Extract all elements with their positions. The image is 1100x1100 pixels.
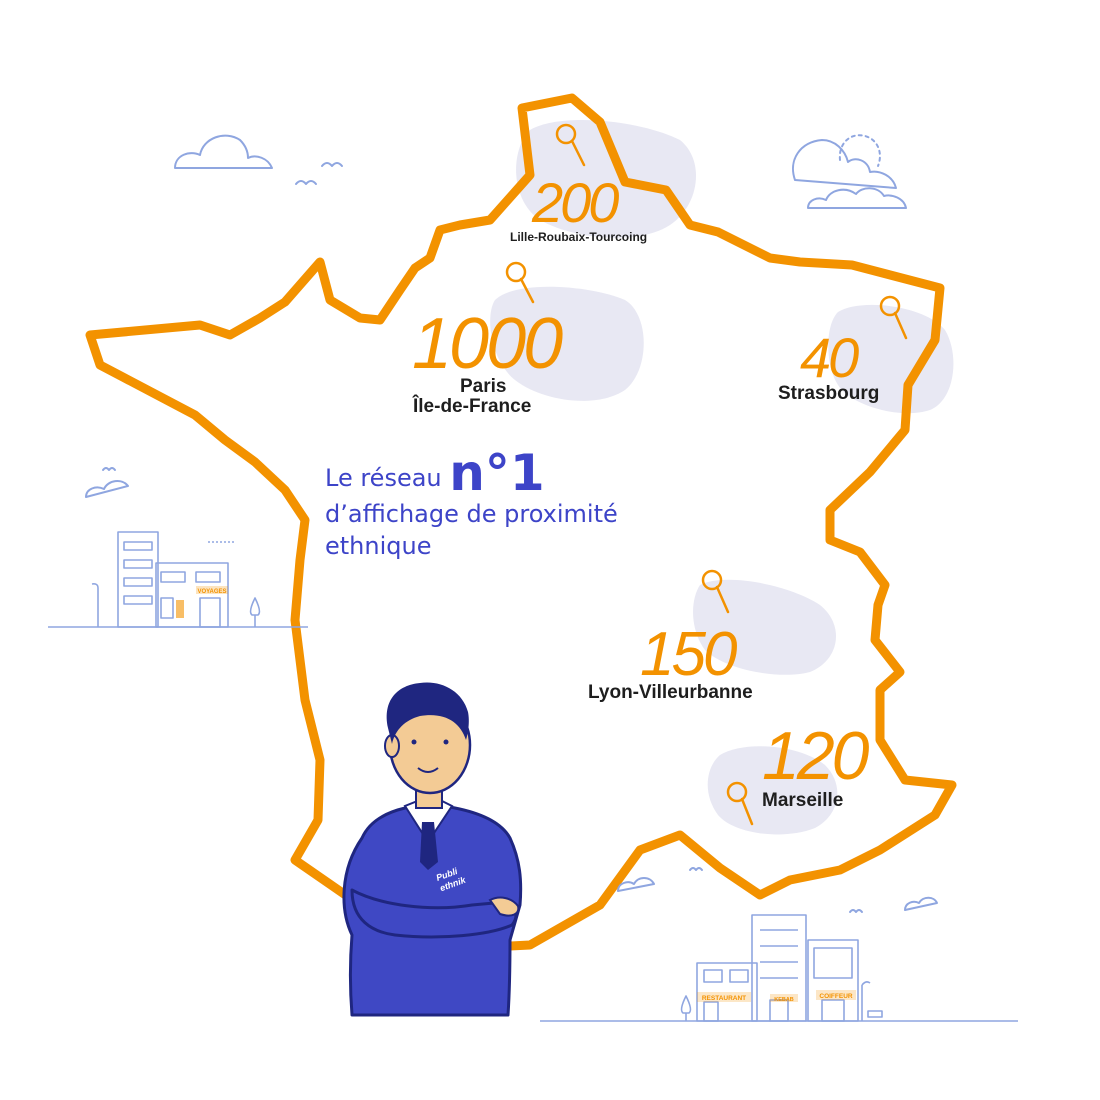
shop-sign-coiffeur: COIFFEUR xyxy=(819,993,853,1000)
headline-rank: n°1 xyxy=(449,444,545,502)
shop-sign-backgrounds xyxy=(697,990,856,1002)
france-outline xyxy=(85,93,957,953)
building-icon xyxy=(751,914,807,1022)
cloud-dotted-icon xyxy=(838,134,881,167)
hand xyxy=(488,896,520,917)
headline-line2: d’affichage de proximité xyxy=(325,500,618,528)
building-icon xyxy=(696,962,758,1022)
bird-icon xyxy=(295,180,317,185)
city-count-lille: 200 xyxy=(532,171,619,234)
city-count-lyon: 150 xyxy=(640,620,737,689)
bench xyxy=(867,1010,883,1018)
bird-icon xyxy=(849,909,863,913)
map-pin-icon xyxy=(505,261,535,304)
blob-strasbourg xyxy=(828,304,954,414)
shop-sign-voyages: VOYAGES xyxy=(197,589,226,595)
right-street-scene xyxy=(540,914,1018,1022)
street-lamp-icon xyxy=(91,583,99,627)
hair xyxy=(386,682,469,744)
tree-icon xyxy=(249,597,261,627)
street-lamp-icon xyxy=(861,981,871,1021)
blob-lyon xyxy=(693,579,837,675)
sky-decorations xyxy=(85,134,938,913)
cloud-icon xyxy=(617,877,655,892)
map-pin-icon xyxy=(726,781,754,826)
eye xyxy=(443,739,449,745)
city-name-marseille: Marseille xyxy=(762,790,844,811)
bird-icon xyxy=(689,867,703,871)
city-name-lille: Lille-Roubaix-Tourcoing xyxy=(510,230,648,244)
city-count-paris: 1000 xyxy=(412,304,563,384)
cloud-icon xyxy=(174,134,273,169)
cloud-icon xyxy=(904,896,938,911)
blob-marseille xyxy=(707,746,838,835)
tie xyxy=(420,822,438,870)
shop-sign-restaurant: RESTAURANT xyxy=(702,995,746,1002)
city-count-strasbourg: 40 xyxy=(800,326,859,389)
building-icon xyxy=(117,531,229,628)
bird-icon xyxy=(102,467,116,471)
cloud-icon xyxy=(792,139,897,189)
bird-icon xyxy=(321,162,343,167)
blob-lille xyxy=(516,119,697,238)
headline-prefix: Le réseau xyxy=(325,464,442,492)
cloud-icon xyxy=(85,480,129,498)
man-illustration xyxy=(342,682,523,1017)
crossed-arms xyxy=(350,888,518,939)
map-pin-icon xyxy=(701,569,730,614)
tree-icon xyxy=(680,995,692,1021)
cloud-icon xyxy=(807,187,907,209)
city-name-paris-line2: Île-de-France xyxy=(413,396,532,417)
city-name-lyon: Lyon-Villeurbanne xyxy=(588,682,753,703)
city-count-marseille: 120 xyxy=(762,718,869,794)
headline-line1: Le réseau n°1 xyxy=(325,448,618,498)
city-name-strasbourg: Strasbourg xyxy=(778,383,880,404)
map-pin-icon xyxy=(879,295,908,340)
mouth xyxy=(417,767,439,773)
map-pins xyxy=(505,123,908,826)
shop-sign-kebab: KEBAB xyxy=(774,997,794,1003)
headline-line3: ethnique xyxy=(325,532,432,561)
building-icon xyxy=(807,939,859,1022)
city-highlight-blobs xyxy=(490,119,954,835)
left-street-scene xyxy=(48,531,308,628)
city-name-paris-line1: Paris xyxy=(460,376,507,397)
eye xyxy=(411,739,417,745)
blob-paris xyxy=(490,286,644,401)
map-pin-icon xyxy=(555,123,586,167)
headline: Le réseau n°1 d’affichage de proximité e… xyxy=(325,448,618,563)
